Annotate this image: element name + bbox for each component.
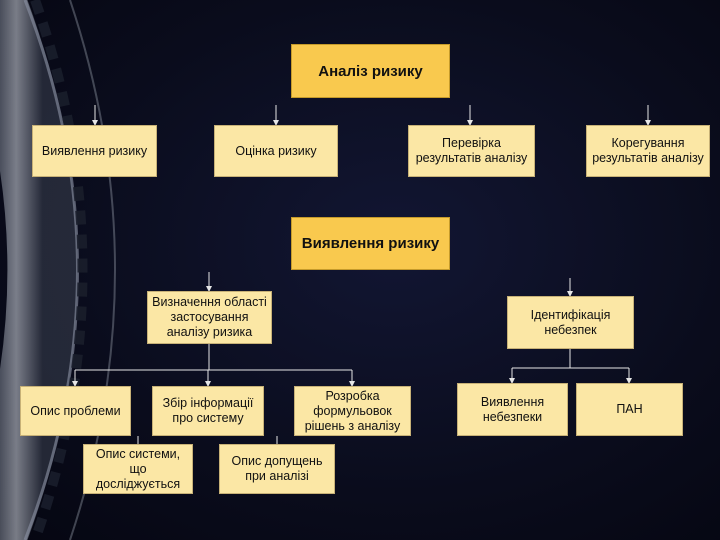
node-c1: Опис проблеми bbox=[20, 386, 131, 436]
node-n2: Оцінка ризику bbox=[214, 125, 338, 177]
film-perforations bbox=[30, 0, 88, 540]
node-n1: Виявлення ризику bbox=[32, 125, 157, 177]
film-band-outer bbox=[0, 0, 78, 540]
node-root1: Аналіз ризику bbox=[291, 44, 450, 98]
node-root2: Виявлення ризику bbox=[291, 217, 450, 270]
node-c5: ПАН bbox=[576, 383, 683, 436]
